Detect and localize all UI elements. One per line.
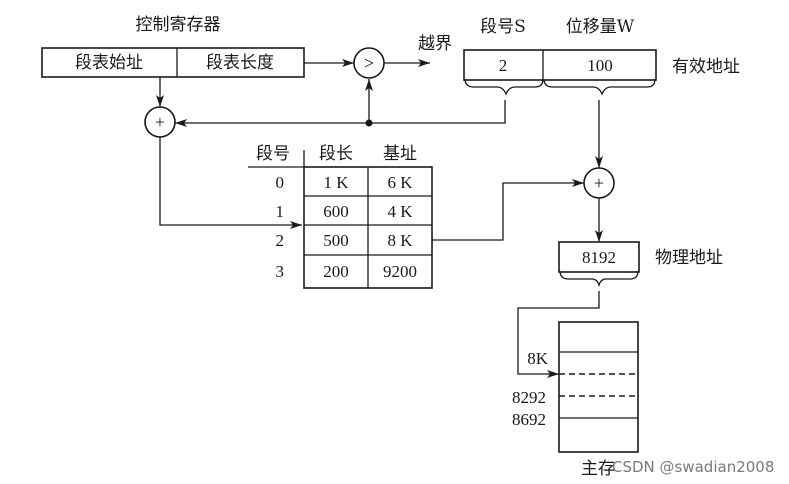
logical-address-label: 有效地址	[672, 57, 740, 77]
row-seg: 2	[276, 231, 285, 250]
row-base: 8 K	[387, 231, 413, 250]
segment-brace	[464, 78, 544, 96]
table-row: 1 600 4 K	[276, 202, 414, 221]
table-address-adder: +	[144, 106, 176, 138]
physical-address-brace	[559, 270, 639, 288]
physical-to-memory-arrow	[517, 291, 600, 378]
offset-value: 100	[587, 56, 613, 75]
out-of-bounds-label: 越界	[418, 34, 452, 54]
control-register-title: 控制寄存器	[136, 15, 221, 35]
memory-mark-8292: 8292	[512, 388, 546, 407]
segment-table-header-length: 段长	[319, 144, 353, 164]
segment-table-length-field: 段表长度	[206, 53, 274, 73]
row-base: 6 K	[387, 173, 413, 192]
row-seg: 3	[276, 262, 285, 281]
plus-icon: +	[594, 173, 604, 193]
table-row: 2 500 8 K	[276, 231, 414, 250]
row-length: 500	[323, 231, 349, 250]
plus-icon: +	[155, 112, 165, 132]
main-memory-box	[558, 321, 639, 453]
segment-table-header-seg: 段号	[256, 144, 290, 164]
segment-table-header-base: 基址	[383, 144, 417, 164]
segment-number-to-adder-arrow	[175, 100, 506, 127]
row-seg: 1	[276, 202, 285, 221]
greater-than-icon: >	[364, 53, 374, 73]
adder-to-table-entry-arrow	[159, 137, 302, 229]
segment-table-start-field: 段表始址	[75, 53, 143, 73]
segment-table: 段号 段长 基址 0 1 K 6 K 1 600 4 K 2 500 8 K 3…	[248, 144, 433, 289]
table-row: 0 1 K 6 K	[276, 173, 414, 192]
control-register-box	[41, 47, 305, 78]
logical-address-register: 2 100	[463, 49, 657, 81]
comparator: >	[353, 47, 385, 79]
row-base: 4 K	[387, 202, 413, 221]
table-row: 3 200 9200	[276, 262, 418, 281]
memory-mark-8k: 8K	[527, 349, 549, 368]
segment-number-header: 段号S	[480, 17, 526, 37]
physical-address-value: 8192	[582, 248, 616, 267]
physical-address-label: 物理地址	[655, 248, 723, 268]
watermark: CSDN @swadian2008	[612, 458, 774, 476]
main-memory	[558, 321, 639, 453]
control-register: 段表始址 段表长度	[41, 47, 305, 78]
physical-address-adder: +	[583, 167, 615, 199]
offset-header: 位移量W	[566, 17, 635, 37]
logical-address-box	[463, 49, 657, 81]
row-seg: 0	[276, 173, 285, 192]
row-length: 600	[323, 202, 349, 221]
row-base: 9200	[383, 262, 417, 281]
row-length: 1 K	[323, 173, 349, 192]
physical-address-box	[558, 241, 640, 273]
main-memory-label: 主存	[581, 459, 615, 479]
segment-number-value: 2	[499, 56, 508, 75]
physical-address-register: 8192	[558, 241, 640, 273]
memory-mark-8692: 8692	[512, 410, 546, 429]
row-length: 200	[323, 262, 349, 281]
base-to-adder-arrow	[432, 179, 584, 241]
offset-brace	[543, 78, 656, 96]
